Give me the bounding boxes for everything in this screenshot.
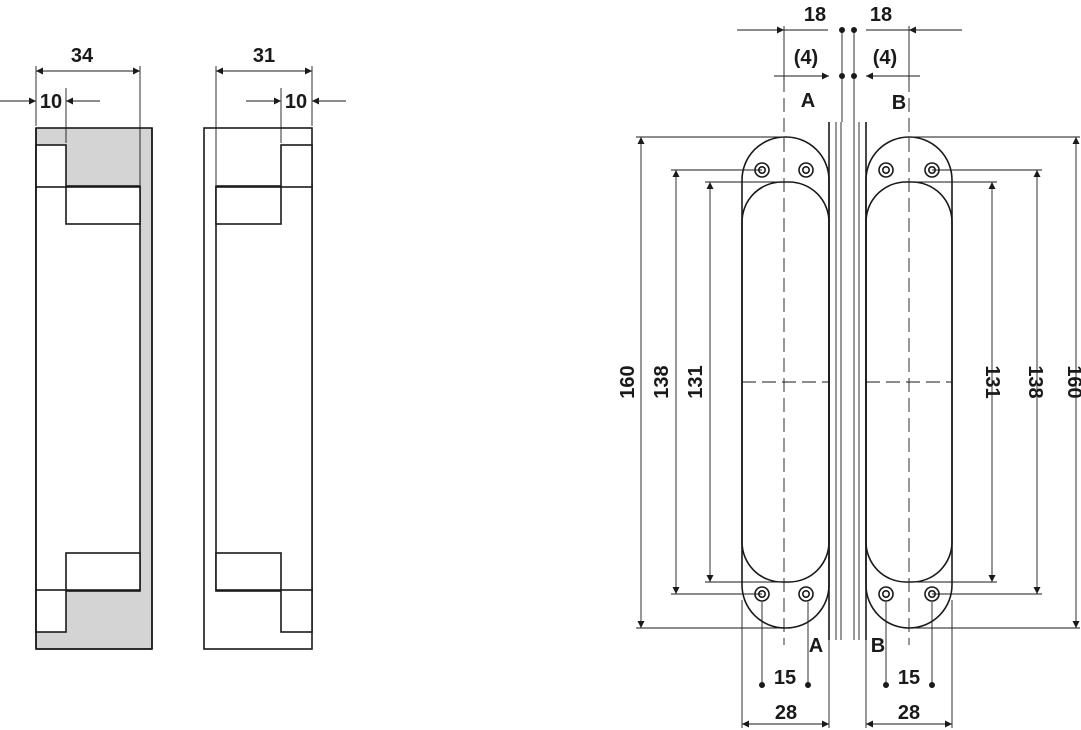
dim-138-left: 138 xyxy=(651,365,673,398)
front-view: 18 18 (4) (4) A B 160 138 131 131 138 xyxy=(617,4,1081,728)
dim-131-right: 131 xyxy=(981,365,1003,398)
screw-hole xyxy=(878,586,894,602)
dim-15-left: 15 xyxy=(774,667,796,689)
dim-18-left: 18 xyxy=(804,4,826,26)
dim-138-right: 138 xyxy=(1024,365,1046,398)
section-label-b-bottom: B xyxy=(871,635,885,657)
view2-top-step xyxy=(215,186,282,225)
dim-15-right: 15 xyxy=(898,667,920,689)
dim-160-right: 160 xyxy=(1063,365,1081,398)
side-view-34: 34 10 xyxy=(0,45,153,650)
dim-10-left: 10 xyxy=(40,91,62,113)
dim-4-right: (4) xyxy=(873,47,897,69)
section-label-a-bottom: A xyxy=(809,635,823,657)
left-hinge-plate xyxy=(741,136,830,629)
section-label-a-top: A xyxy=(801,90,815,112)
view1-top-notch xyxy=(35,144,67,188)
dim-28-left: 28 xyxy=(775,702,797,724)
dim-4-left: (4) xyxy=(794,47,818,69)
screw-hole xyxy=(878,162,894,178)
view1-top-step xyxy=(65,186,141,225)
view2-top-notch xyxy=(280,144,313,188)
dim-28-right: 28 xyxy=(898,702,920,724)
section-label-b-top: B xyxy=(892,92,906,114)
side-view-31: 31 10 xyxy=(203,45,346,650)
dim-131-left: 131 xyxy=(685,365,707,398)
dim-18-right: 18 xyxy=(870,4,892,26)
dim-31: 31 xyxy=(253,45,275,67)
view1-inner-body xyxy=(35,185,141,592)
screw-hole xyxy=(798,162,814,178)
dim-160-left: 160 xyxy=(617,365,639,398)
view1-bottom-notch xyxy=(35,589,67,633)
screw-hole xyxy=(798,586,814,602)
dim-10-right: 10 xyxy=(285,91,307,113)
view2-inner-body xyxy=(215,185,313,592)
dim-34: 34 xyxy=(71,45,94,67)
view2-bottom-notch xyxy=(280,589,313,633)
view2-bottom-step xyxy=(215,552,282,591)
view1-bottom-step xyxy=(65,552,141,591)
